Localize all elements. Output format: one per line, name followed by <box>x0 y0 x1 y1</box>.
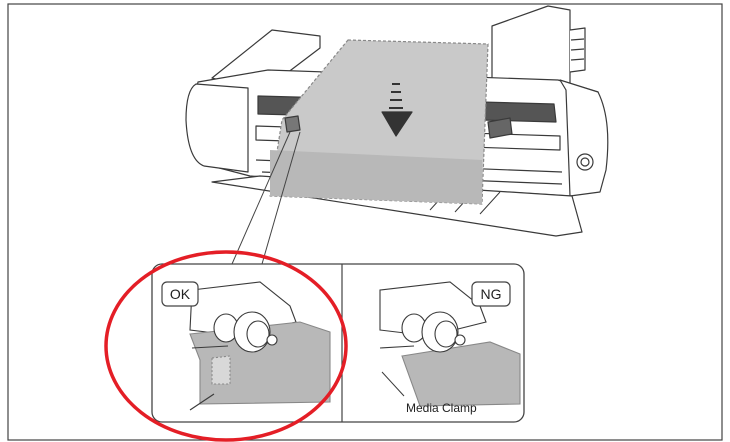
ok-badge <box>161 281 199 307</box>
ok-badge-label: OK <box>170 286 191 302</box>
clamp-lever <box>487 117 513 139</box>
left-media-clamp <box>284 115 301 133</box>
printer-illustration <box>185 5 609 237</box>
ng-panel <box>379 281 521 407</box>
right-end-cap <box>559 79 609 197</box>
ok-panel <box>189 281 331 411</box>
leader-line-right <box>261 131 301 265</box>
ng-badge-label: NG <box>481 286 502 302</box>
media-clamp-label: Media Clamp <box>406 401 477 415</box>
leader-line-left <box>231 131 291 265</box>
detail-callout: OK NG Media Clamp <box>151 263 525 423</box>
media-clamp-leader <box>381 371 405 397</box>
highlight-circle <box>104 250 348 442</box>
ng-media <box>401 341 521 407</box>
feed-direction-arrow <box>381 83 413 137</box>
ng-badge <box>471 281 511 307</box>
left-end-cap <box>185 83 249 173</box>
